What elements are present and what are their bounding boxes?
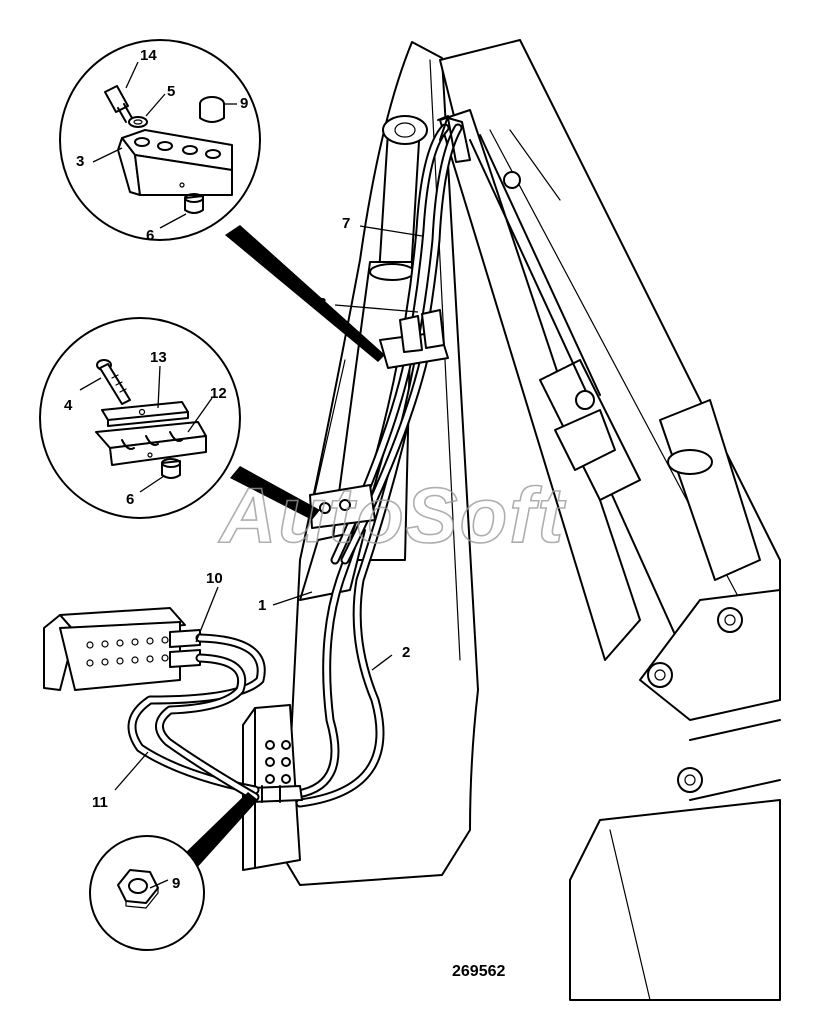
callout-11: 11 [92, 794, 108, 811]
callout-6-middle: 6 [126, 491, 134, 508]
callout-13: 13 [150, 349, 167, 366]
main-boom [439, 39, 781, 1001]
leader-lines [79, 61, 423, 889]
detail-circle-bottom [89, 792, 258, 951]
callout-2: 2 [402, 644, 410, 661]
callout-12: 12 [210, 385, 227, 402]
callout-7: 7 [342, 215, 350, 232]
hoses-10-11 [127, 633, 266, 802]
callout-6-top: 6 [146, 227, 154, 244]
callout-8: 8 [318, 295, 326, 312]
callout-3: 3 [76, 153, 84, 170]
callout-9-bottom: 9 [172, 875, 180, 892]
callout-1: 1 [258, 597, 266, 614]
callout-5: 5 [167, 83, 175, 100]
watermark-text: AutoSoft [218, 471, 566, 559]
drawing-number: 269562 [452, 963, 505, 980]
callout-4: 4 [64, 397, 73, 414]
detail-circle-middle [39, 317, 320, 520]
valve-block [43, 607, 201, 691]
arm-hoses [251, 115, 471, 808]
detail-circle-top [59, 39, 385, 362]
callout-14: 14 [140, 47, 157, 64]
callout-labels: 14 5 9 3 6 7 8 4 13 12 6 10 1 2 11 9 [64, 47, 410, 892]
callout-10: 10 [206, 570, 223, 587]
callout-9-top: 9 [240, 95, 248, 112]
